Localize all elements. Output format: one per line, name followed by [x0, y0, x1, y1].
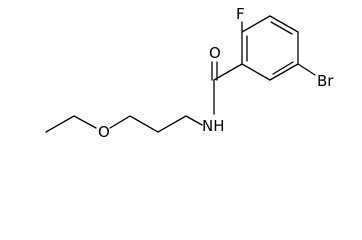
bond-ring-bromine [297, 63, 316, 76]
bond-nitrogen-chain [185, 115, 203, 126]
ether-oxygen-label: O [98, 123, 110, 141]
ring-double-bond-inner-3 [270, 21, 293, 35]
ring-bond-5 [269, 15, 299, 33]
bond-ring-carbonyl [213, 63, 243, 81]
chain-bond-1 [157, 115, 187, 133]
fluorine-label: F [236, 5, 245, 23]
bond-oxygen-ethyl [73, 115, 97, 129]
ring-double-bond-inner-2 [272, 61, 294, 75]
ethyl-bond [45, 115, 75, 133]
ring-bond-6 [241, 15, 271, 33]
benzene-ring [241, 15, 299, 81]
ring-bond-3 [269, 63, 299, 81]
molecule-diagram: F Br O NH O [45, 5, 334, 141]
chain-bond-2 [129, 115, 159, 133]
chain-bond-3 [109, 115, 131, 129]
bromine-label: Br [317, 72, 334, 90]
ring-bond-2 [241, 63, 271, 81]
carbonyl-oxygen-label: O [209, 44, 221, 62]
amide-nitrogen-label: NH [202, 117, 225, 135]
